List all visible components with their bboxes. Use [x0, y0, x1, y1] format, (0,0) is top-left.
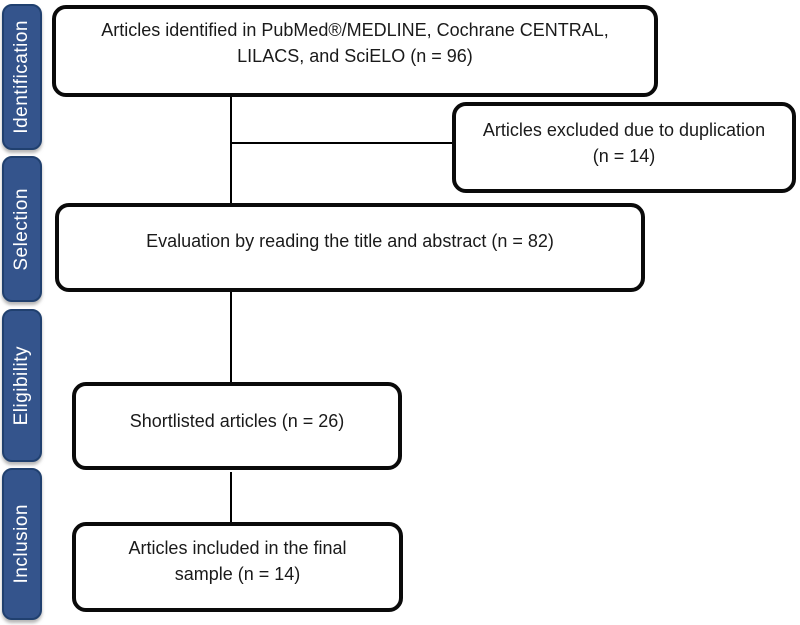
- connector-shortlisted-to-final: [230, 472, 232, 524]
- box-articles-excluded: Articles excluded due to duplication (n …: [452, 102, 796, 193]
- box-articles-excluded-text: Articles excluded due to duplication (n …: [482, 120, 766, 166]
- box-articles-identified: Articles identified in PubMed®/MEDLINE, …: [52, 5, 658, 97]
- stage-identification-label: Identification: [11, 20, 32, 134]
- box-shortlisted-articles-text: Shortlisted articles (n = 26): [129, 411, 345, 431]
- connector-branch-to-excluded: [231, 142, 453, 144]
- stage-eligibility-label: Eligibility: [11, 345, 32, 426]
- box-articles-included-final: Articles included in the final sample (n…: [72, 522, 403, 612]
- box-evaluation-title-abstract: Evaluation by reading the title and abst…: [55, 203, 645, 292]
- connector-identified-to-evaluation: [230, 95, 232, 205]
- box-shortlisted-articles: Shortlisted articles (n = 26): [72, 382, 402, 470]
- box-evaluation-title-abstract-text: Evaluation by reading the title and abst…: [146, 231, 554, 251]
- stage-inclusion: Inclusion: [2, 468, 42, 620]
- stage-selection: Selection: [2, 156, 42, 302]
- connector-evaluation-to-shortlisted: [230, 290, 232, 385]
- stage-selection-label: Selection: [11, 187, 32, 271]
- box-articles-included-final-text: Articles included in the final sample (n…: [128, 538, 347, 584]
- stage-identification: Identification: [2, 4, 42, 150]
- box-articles-identified-text: Articles identified in PubMed®/MEDLINE, …: [101, 20, 609, 66]
- stage-eligibility: Eligibility: [2, 309, 42, 462]
- stage-inclusion-label: Inclusion: [11, 504, 32, 584]
